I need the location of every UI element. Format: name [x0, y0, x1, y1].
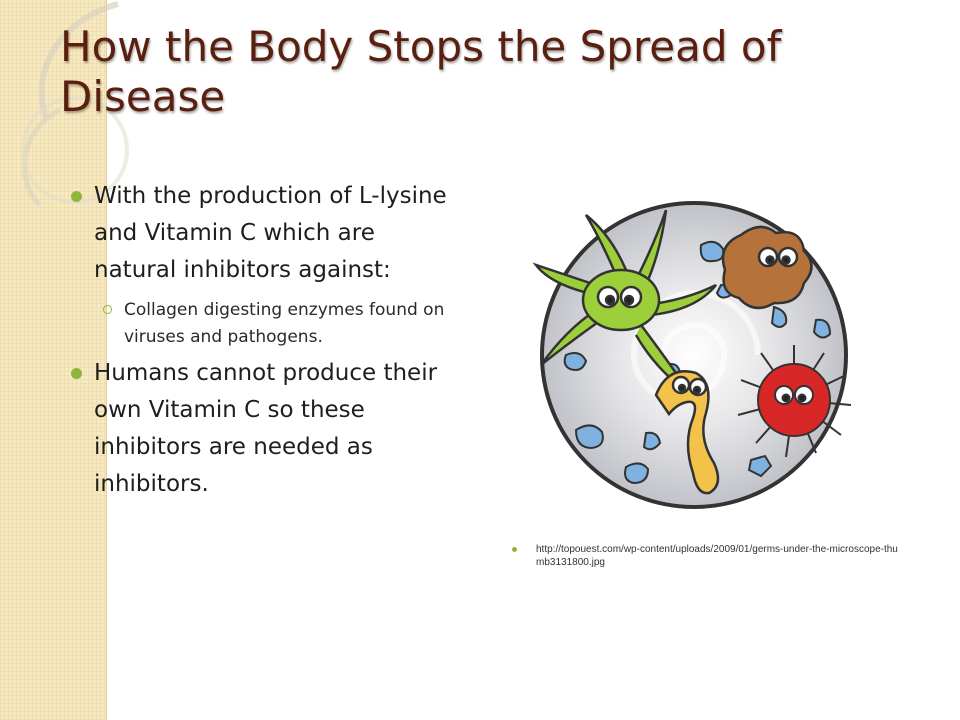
caption-bullet-dot-icon	[512, 547, 517, 552]
sub-bullet-item: Collagen digesting enzymes found on viru…	[60, 297, 460, 351]
bullet-text: Humans cannot produce their own Vitamin …	[94, 360, 438, 497]
germs-under-microscope-illustration	[532, 201, 852, 509]
slide-title: How the Body Stops the Spread of Disease	[60, 22, 782, 121]
bullet-item: With the production of L-lysine and Vita…	[60, 178, 460, 289]
sub-bullet-text: Collagen digesting enzymes found on viru…	[124, 300, 445, 347]
bullet-list: With the production of L-lysine and Vita…	[60, 178, 460, 503]
sub-bullet-ring-icon	[103, 305, 112, 314]
image-source-caption: http://topouest.com/wp-content/uploads/2…	[512, 543, 902, 569]
bullet-item: Humans cannot produce their own Vitamin …	[60, 355, 460, 503]
image-source-url[interactable]: http://topouest.com/wp-content/uploads/2…	[536, 544, 898, 568]
bullet-text: With the production of L-lysine and Vita…	[94, 183, 447, 283]
bullet-dot-icon	[71, 368, 82, 379]
bullet-dot-icon	[71, 191, 82, 202]
